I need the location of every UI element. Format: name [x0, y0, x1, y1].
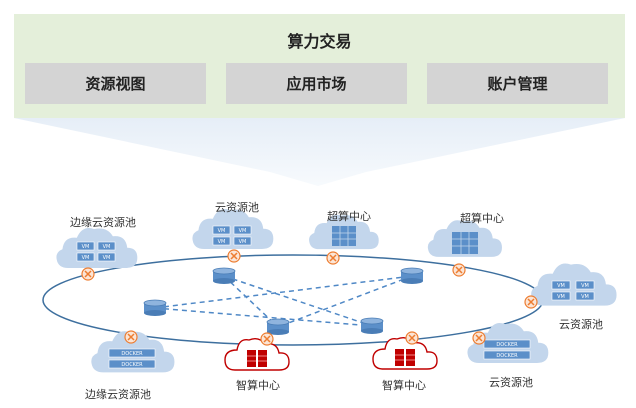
node-label-ai-center-2: 智算中心	[382, 379, 426, 392]
gpu-server-icon	[395, 349, 415, 366]
panel-title: 算力交易	[287, 32, 352, 51]
docker-label: DOCKER	[121, 362, 143, 368]
ai-computing-center-2	[372, 336, 438, 370]
vm-label: VM	[82, 255, 90, 261]
node-label-cloud-pool-bottom-right: 云资源池	[489, 376, 533, 389]
node-label-edge-cloud-bottom: 边缘云资源池	[85, 388, 151, 401]
node-label-cloud-pool-right: 云资源池	[559, 318, 603, 331]
dashed-links	[154, 275, 413, 328]
vm-icon: VM VM VM VM	[551, 280, 595, 301]
ai-computing-center-1	[224, 337, 290, 371]
node-label-edge-cloud-top: 边缘云资源池	[70, 216, 136, 229]
vm-icon: VM VM VM VM	[76, 241, 116, 262]
database-icon	[400, 267, 424, 285]
node-label-supercomputing-1: 超算中心	[327, 210, 371, 223]
node-label-cloud-pool-top: 云资源池	[215, 201, 259, 214]
connection-marker-icon	[260, 332, 274, 346]
docker-label: DOCKER	[496, 342, 518, 348]
tab-account-management[interactable]: 账户管理	[427, 63, 608, 104]
vm-label: VM	[103, 244, 111, 250]
vm-label: VM	[239, 239, 247, 245]
database-icon	[360, 317, 384, 335]
database-icon	[212, 267, 236, 285]
down-arrow-shape	[14, 118, 625, 186]
server-rack-icon	[452, 232, 478, 254]
cloud-pool-docker-right: DOCKER DOCKER	[467, 323, 549, 363]
vm-icon: VM VM VM VM	[212, 225, 252, 246]
edge-cloud-pool-docker: DOCKER DOCKER	[91, 331, 175, 373]
compute-trading-panel: 算力交易 资源视图 应用市场 账户管理	[14, 14, 625, 118]
vm-label: VM	[239, 228, 247, 234]
connection-marker-icon	[524, 295, 538, 309]
connection-marker-icon	[81, 267, 95, 281]
cloud-pool-vm-right: VM VM VM VM	[531, 263, 617, 306]
connection-marker-icon	[326, 251, 340, 265]
vm-label: VM	[218, 228, 226, 234]
tab-resource-view[interactable]: 资源视图	[25, 63, 206, 104]
gpu-server-icon	[247, 350, 267, 367]
vm-label: VM	[218, 239, 226, 245]
node-label-ai-center-1: 智算中心	[236, 379, 280, 392]
database-icon	[143, 299, 167, 317]
connection-marker-icon	[227, 249, 241, 263]
connection-marker-icon	[124, 330, 138, 344]
connection-marker-icon	[405, 331, 419, 345]
cloud-pool-vm-top: VM VM VM VM	[192, 209, 274, 249]
database-icon	[266, 318, 290, 336]
docker-icon: DOCKER DOCKER	[108, 348, 156, 369]
docker-icon: DOCKER DOCKER	[483, 339, 531, 360]
node-label-supercomputing-2: 超算中心	[460, 212, 504, 225]
connection-marker-icon	[452, 263, 466, 277]
vm-label: VM	[581, 294, 589, 300]
supercomputing-center-2	[427, 220, 502, 257]
vm-label: VM	[103, 255, 111, 261]
tab-app-market[interactable]: 应用市场	[226, 63, 407, 104]
docker-label: DOCKER	[496, 353, 518, 359]
supercomputing-center-1	[309, 214, 379, 250]
docker-label: DOCKER	[121, 351, 143, 357]
server-rack-icon	[332, 226, 356, 246]
vm-label: VM	[557, 283, 565, 289]
vm-label: VM	[557, 294, 565, 300]
edge-cloud-pool-vm: VM VM VM VM	[56, 228, 138, 268]
vm-label: VM	[82, 244, 90, 250]
vm-label: VM	[581, 283, 589, 289]
connection-marker-icon	[472, 331, 486, 345]
